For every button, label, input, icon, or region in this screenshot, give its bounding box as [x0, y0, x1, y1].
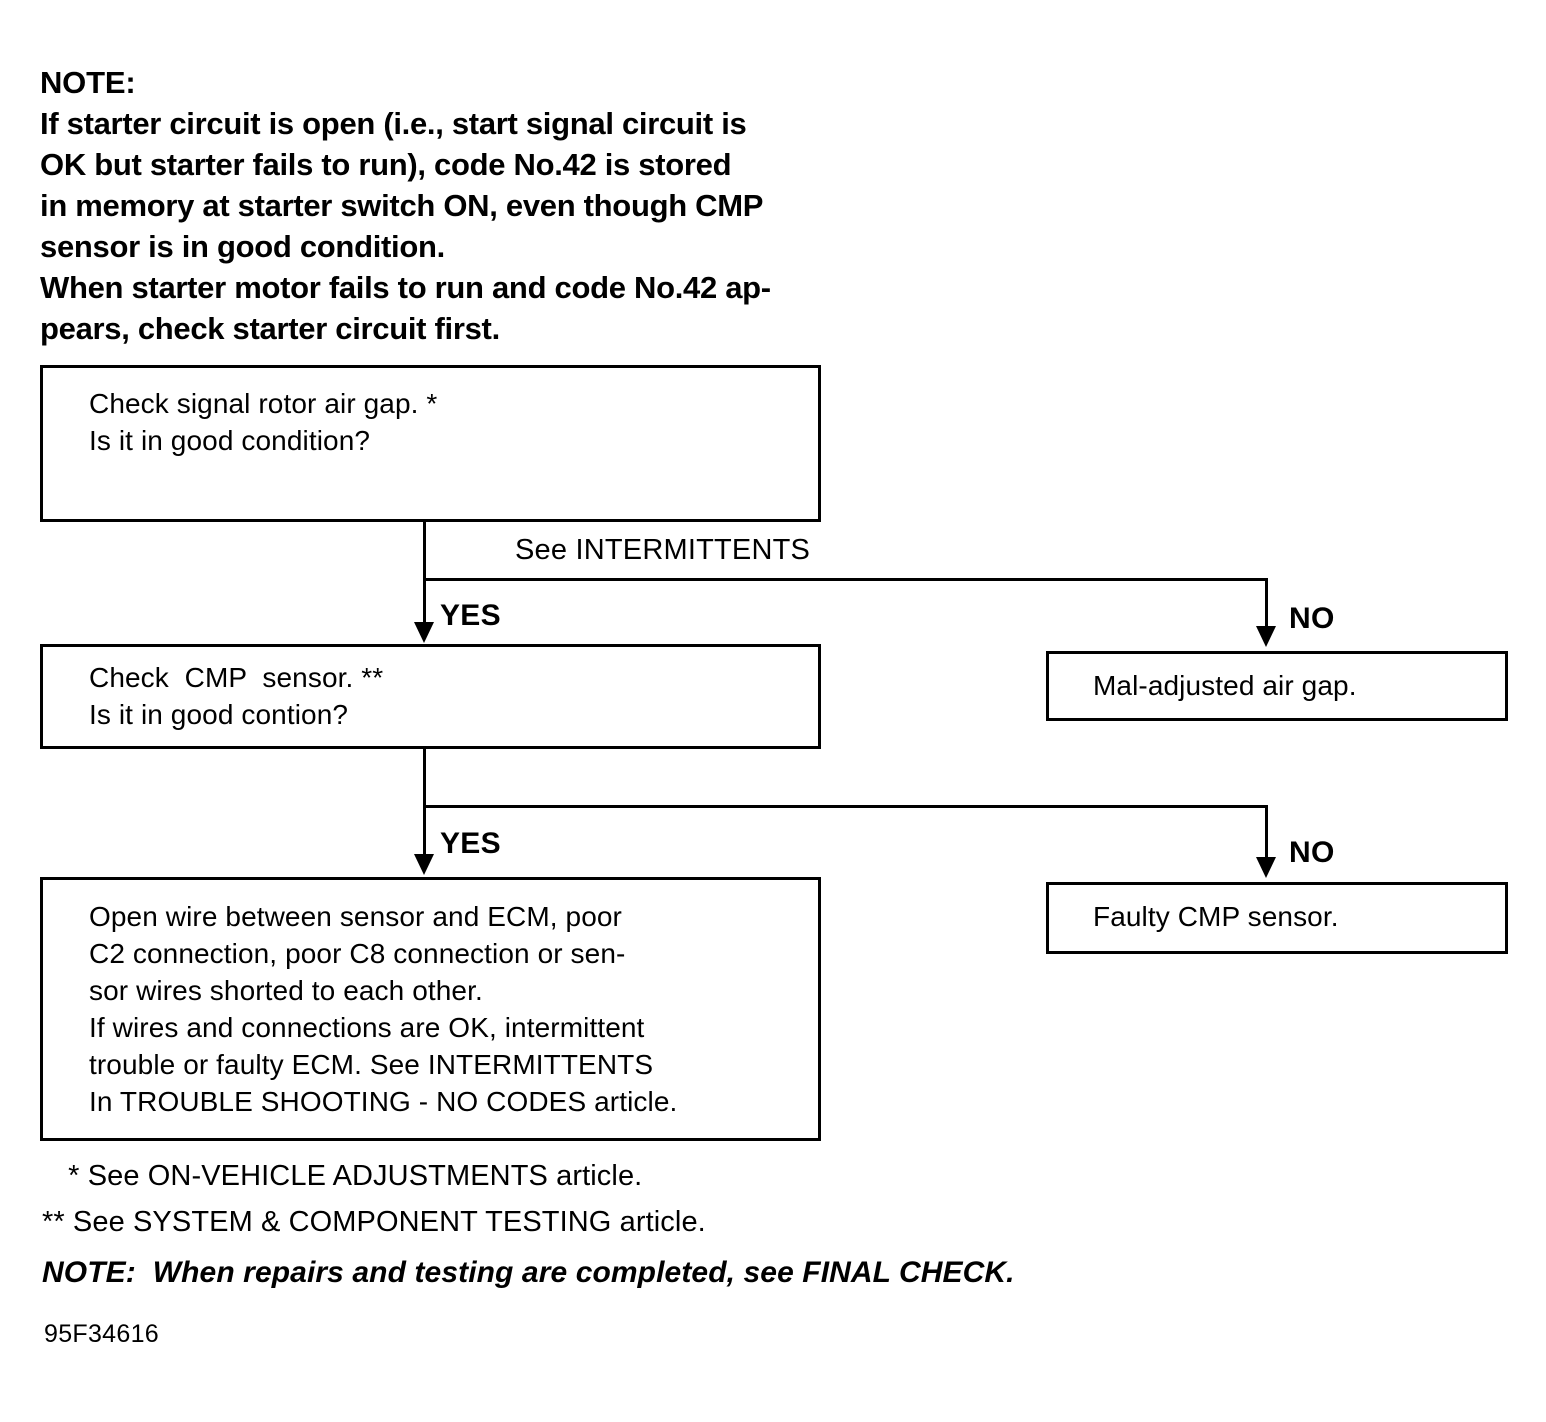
header-note-block: NOTE: If starter circuit is open (i.e., … [40, 62, 880, 349]
faulty-cmp-sensor-text: Faulty CMP sensor. [1093, 901, 1339, 932]
open-wire-line-1: Open wire between sensor and ECM, poor [89, 901, 622, 932]
flow-box-open-wire-result: Open wire between sensor and ECM, poor C… [40, 877, 821, 1141]
footnote-single-star: * See ON-VEHICLE ADJUSTMENTS article. [60, 1160, 643, 1192]
header-note-line-5: When starter motor fails to run and code… [40, 270, 771, 305]
branch2-yes-arrow-icon [414, 854, 434, 875]
header-note-line-3: in memory at starter switch ON, even tho… [40, 188, 764, 223]
flow-box-check-cmp-sensor: Check CMP sensor. ** Is it in good conti… [40, 644, 821, 749]
flow-box-mal-adjusted-air-gap: Mal-adjusted air gap. [1046, 651, 1508, 721]
header-note-line-1: If starter circuit is open (i.e., start … [40, 106, 747, 141]
branch1-yes-arrow-icon [414, 622, 434, 643]
branch2-horizontal-line [423, 805, 1268, 808]
branch2-no-label: NO [1289, 836, 1335, 869]
branch1-yes-label: YES [440, 599, 501, 632]
open-wire-line-2: C2 connection, poor C8 connection or sen… [89, 938, 626, 969]
check-cmp-sensor-line-1: Check CMP sensor. ** [89, 662, 384, 693]
bottom-note: NOTE: When repairs and testing are compl… [42, 1256, 1015, 1289]
figure-id-label: 95F34616 [44, 1320, 159, 1348]
open-wire-line-6: In TROUBLE SHOOTING - NO CODES article. [89, 1086, 678, 1117]
header-note-line-4: sensor is in good condition. [40, 229, 445, 264]
footnote-double-star: ** See SYSTEM & COMPONENT TESTING articl… [42, 1206, 706, 1238]
open-wire-line-4: If wires and connections are OK, intermi… [89, 1012, 645, 1043]
branch2-no-line [1265, 805, 1268, 859]
check-air-gap-line-1: Check signal rotor air gap. * [89, 388, 438, 419]
branch1-horizontal-line [423, 578, 1268, 581]
header-note-line-2: OK but starter fails to run), code No.42… [40, 147, 732, 182]
open-wire-line-3: sor wires shorted to each other. [89, 975, 483, 1006]
mal-adjusted-air-gap-text: Mal-adjusted air gap. [1093, 670, 1357, 701]
flow-box-check-cmp-sensor-text: Check CMP sensor. ** Is it in good conti… [89, 659, 383, 733]
branch2-no-arrow-icon [1256, 857, 1276, 878]
branch1-stem-line [423, 522, 426, 578]
flow-box-open-wire-result-text: Open wire between sensor and ECM, poor C… [89, 898, 677, 1120]
flow-box-check-air-gap: Check signal rotor air gap. * Is it in g… [40, 365, 821, 522]
flow-box-check-air-gap-text: Check signal rotor air gap. * Is it in g… [89, 385, 437, 459]
branch1-no-arrow-icon [1256, 626, 1276, 647]
branch1-see-intermittents-label: See INTERMITTENTS [515, 534, 811, 566]
branch2-yes-label: YES [440, 827, 501, 860]
flow-box-faulty-cmp-sensor: Faulty CMP sensor. [1046, 882, 1508, 954]
branch2-stem-line [423, 749, 426, 805]
open-wire-line-5: trouble or faulty ECM. See INTERMITTENTS [89, 1049, 654, 1080]
check-air-gap-line-2: Is it in good condition? [89, 425, 371, 456]
branch2-yes-line [423, 805, 426, 857]
check-cmp-sensor-line-2: Is it in good contion? [89, 699, 349, 730]
header-note-line-6: pears, check starter circuit first. [40, 311, 500, 346]
flow-box-mal-adjusted-air-gap-text: Mal-adjusted air gap. [1093, 667, 1357, 704]
branch1-no-label: NO [1289, 602, 1335, 635]
branch1-no-line [1265, 578, 1268, 628]
header-note-label: NOTE: [40, 65, 136, 100]
branch1-yes-line [423, 578, 426, 626]
flow-box-faulty-cmp-sensor-text: Faulty CMP sensor. [1093, 898, 1339, 935]
